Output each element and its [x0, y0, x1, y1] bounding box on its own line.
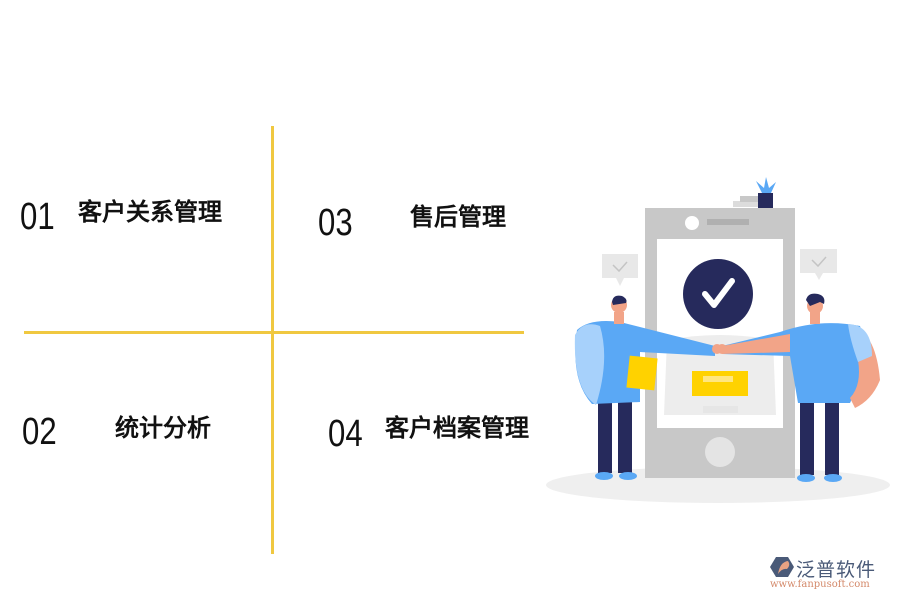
- quadrant-label: 客户关系管理: [78, 198, 222, 226]
- vertical-divider: [271, 126, 274, 554]
- illustration-fist-bump-phone: [540, 170, 900, 510]
- fanpu-logo-icon: [770, 557, 794, 577]
- person-left: [574, 295, 722, 480]
- quadrant-number: 02: [22, 411, 57, 453]
- plant-icon: [756, 177, 776, 208]
- checkmark-circle-icon: [683, 259, 753, 329]
- speech-bubble-check-icon-right: [800, 249, 837, 280]
- quadrant-number: 01: [20, 196, 55, 238]
- quadrant-number: 03: [318, 202, 353, 244]
- quadrant-label: 统计分析: [115, 414, 211, 442]
- brand-logo[interactable]: 泛普软件 www.fanpusoft.com: [770, 555, 895, 595]
- brand-name: 泛普软件: [796, 559, 877, 581]
- quadrant-label: 售后管理: [410, 203, 506, 231]
- speech-bubble-check-icon-left: [602, 254, 638, 286]
- quadrant-label: 客户档案管理: [385, 414, 529, 442]
- brand-url[interactable]: www.fanpusoft.com: [770, 579, 870, 590]
- person-right: [717, 293, 880, 482]
- horizontal-divider: [24, 331, 524, 334]
- quadrant-number: 04: [328, 413, 363, 455]
